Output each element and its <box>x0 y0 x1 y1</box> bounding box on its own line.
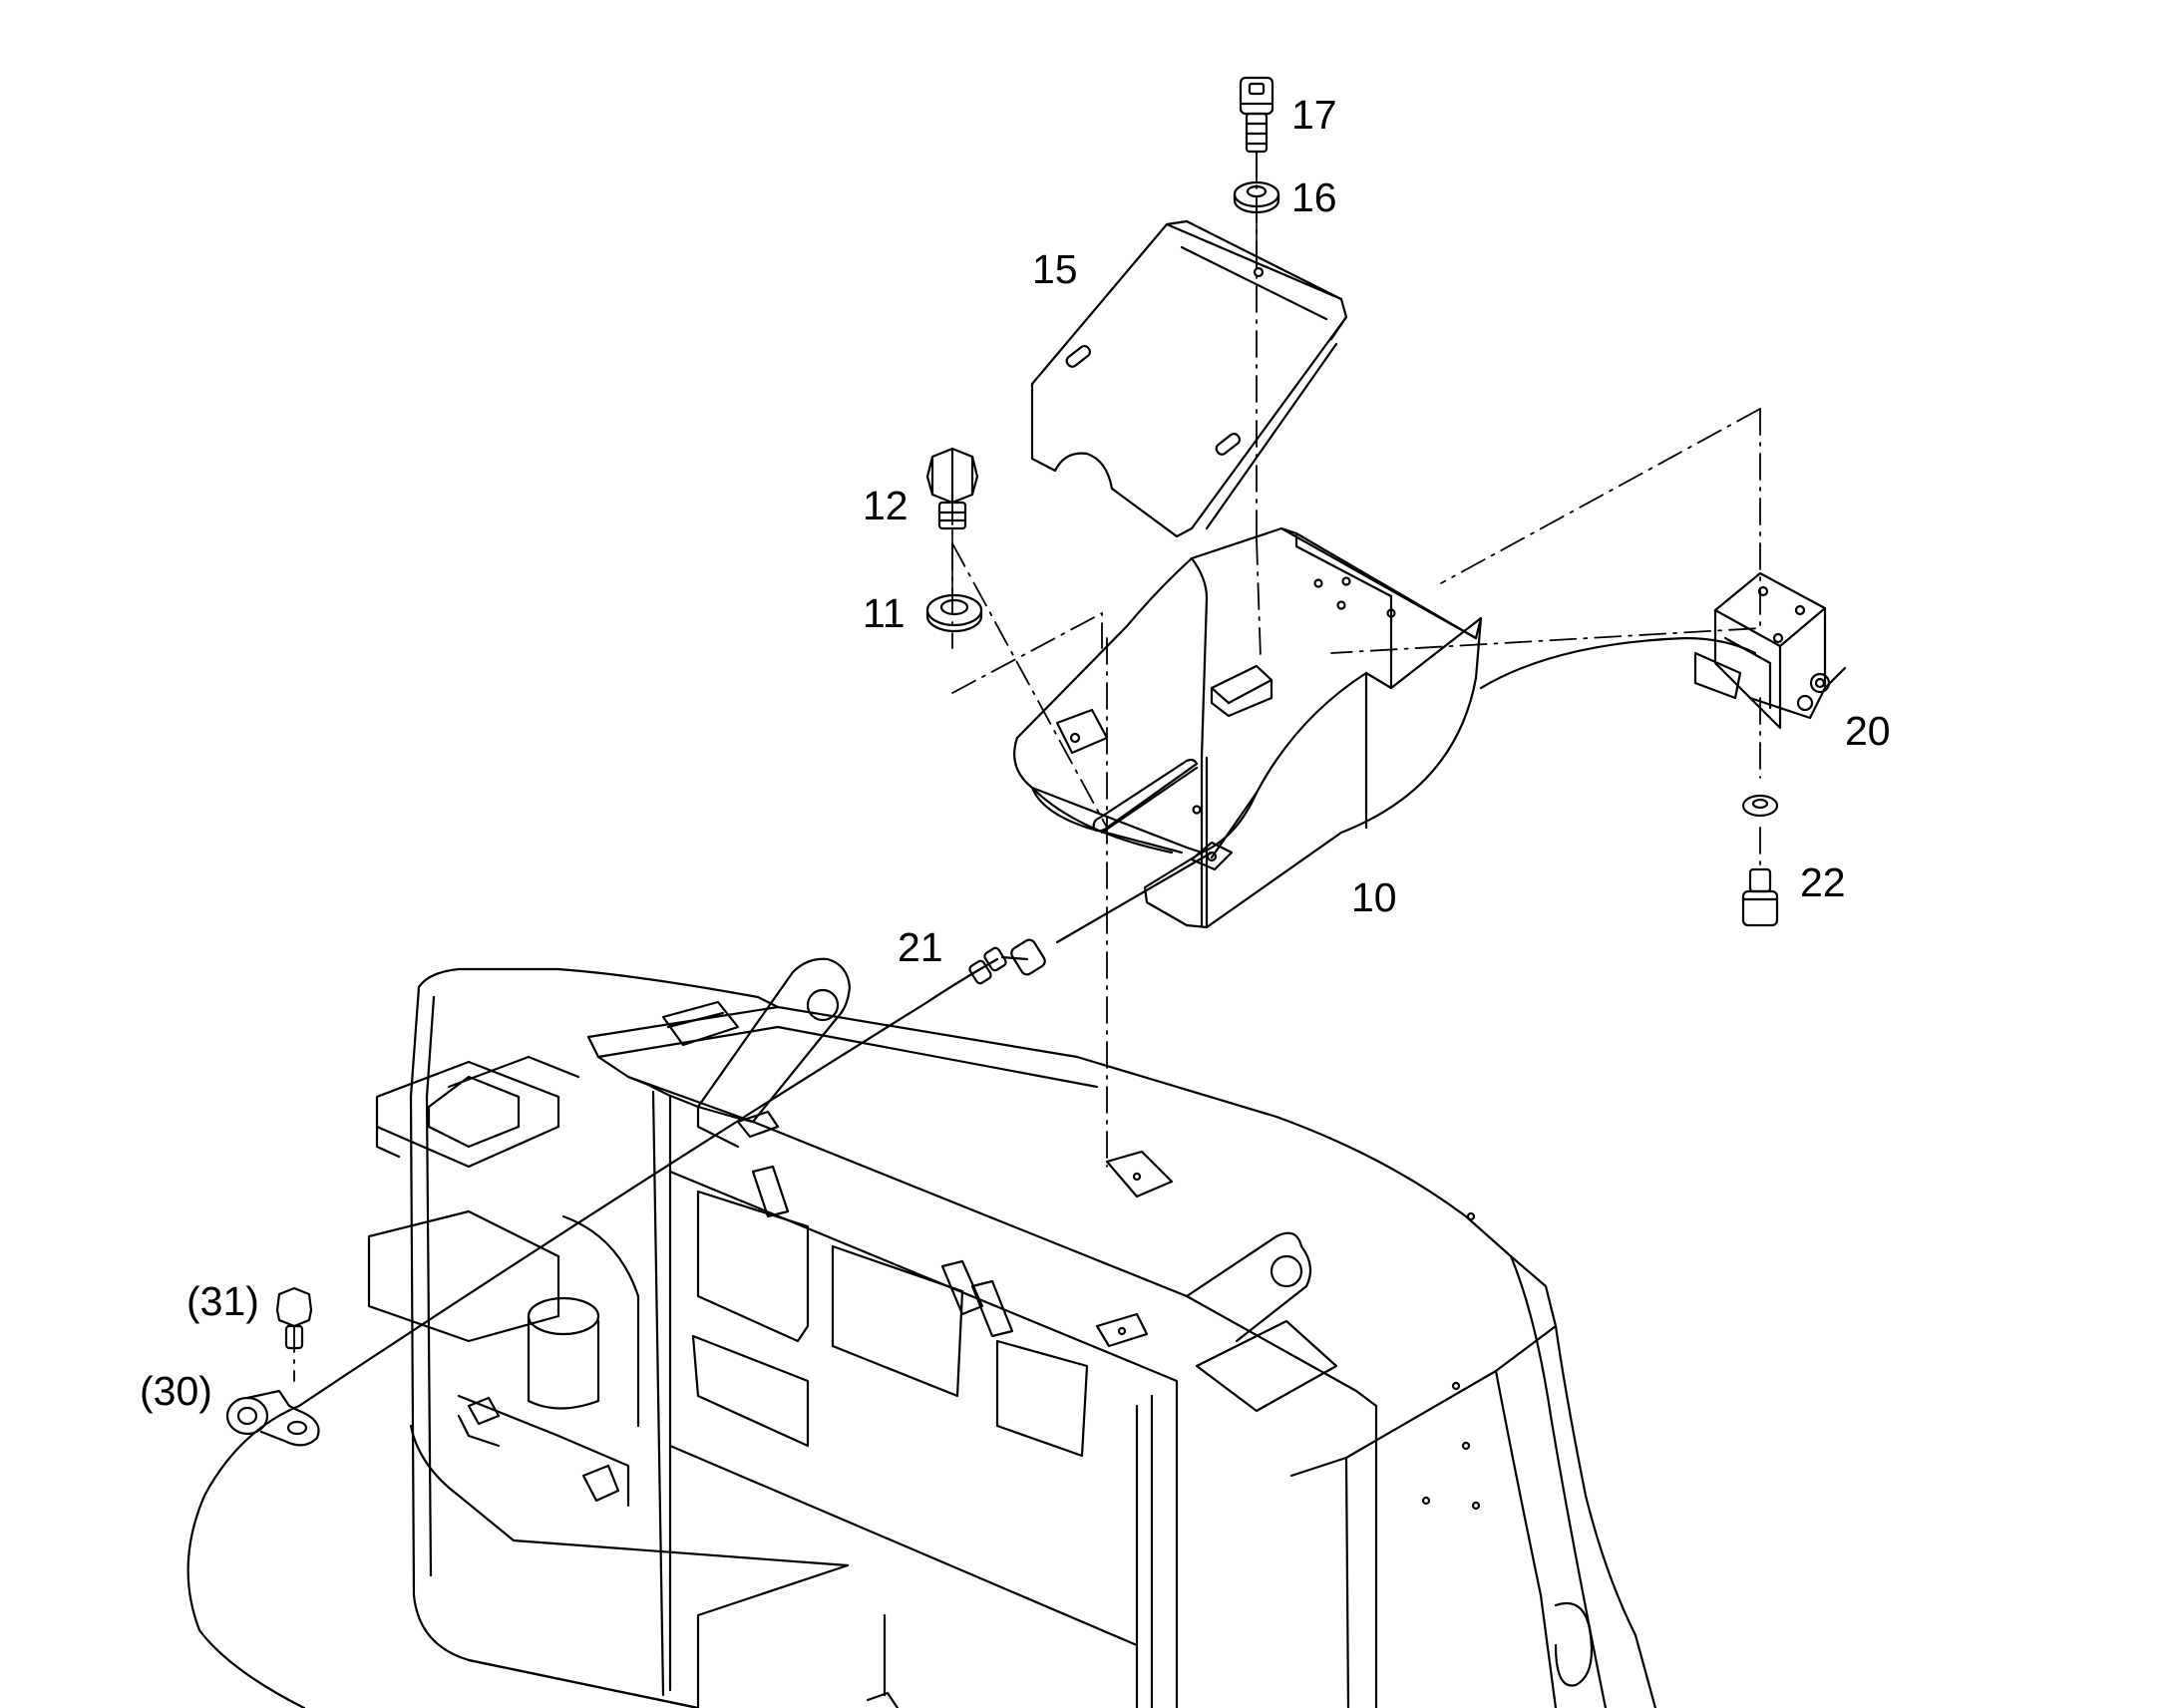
machine-frame <box>367 957 1657 1708</box>
callout-21: 21 <box>898 924 943 970</box>
callout-31: (31) <box>186 1278 259 1324</box>
assembly-guide-lines <box>293 151 1761 1382</box>
part-30-clamp <box>225 1389 320 1447</box>
part-31-bolt <box>275 1286 313 1350</box>
callout-11: 11 <box>863 590 906 636</box>
callout-15: 15 <box>1032 246 1078 292</box>
callout-10: 10 <box>1351 874 1397 920</box>
callout-16: 16 <box>1291 174 1337 220</box>
part-17-cap-screw <box>1239 76 1274 154</box>
part-12-hex-bolt <box>925 447 979 530</box>
part-21-cable <box>186 636 1757 1708</box>
callout-20: 20 <box>1845 708 1891 754</box>
callout-30: (30) <box>140 1368 212 1414</box>
part-15-cover-plate <box>1030 219 1348 538</box>
callout-12: 12 <box>863 483 908 528</box>
callout-22: 22 <box>1800 859 1846 905</box>
callout-17: 17 <box>1291 92 1337 138</box>
part-20-sensor-switch <box>1693 571 1847 730</box>
leader-lines <box>951 151 1258 596</box>
part-10-bracket <box>1013 526 1483 929</box>
part-11-washer <box>925 593 983 633</box>
part-22-cap-screw <box>1741 794 1779 927</box>
